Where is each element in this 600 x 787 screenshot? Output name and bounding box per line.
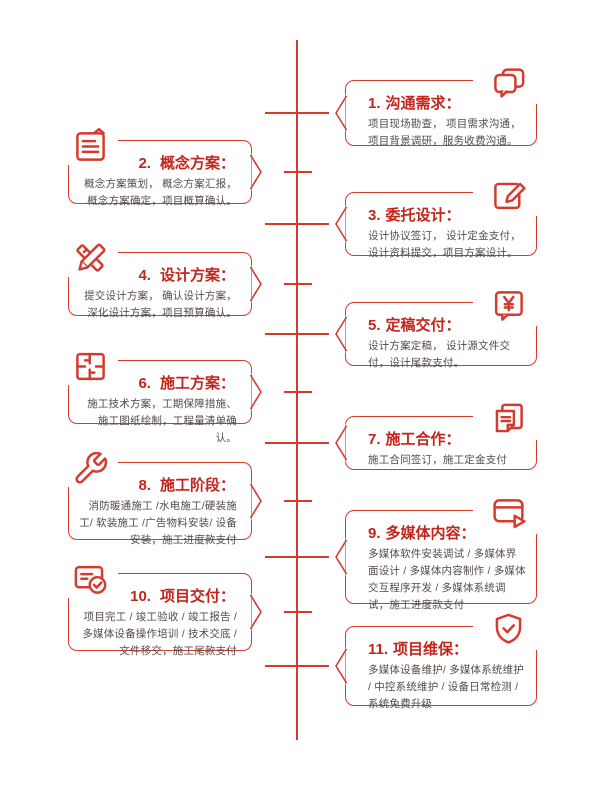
step-body: 设计方案定稿， 设计源文件交付，设计尾款支付。: [368, 340, 511, 369]
step-body: 多媒体软件安装调试 / 多媒体界面设计 / 多媒体内容制作 / 多媒体交互程序开…: [368, 548, 526, 611]
timeline-tick: [265, 442, 329, 444]
timeline-line: [296, 40, 298, 740]
step-card-7: 7.施工合作： 施工合同签订，施工定金支付: [335, 403, 539, 470]
pointer-notch: [249, 373, 264, 411]
pointer-notch: [333, 94, 348, 132]
pencil-ruler-icon: [72, 240, 109, 277]
wrench-icon: [72, 450, 109, 487]
timeline-tick: [265, 112, 329, 114]
card-check-icon: [72, 561, 109, 598]
pointer-notch: [249, 482, 264, 520]
step-title: 项目维保：: [393, 641, 469, 658]
step-title: 设计方案：: [159, 267, 235, 284]
pointer-notch: [249, 265, 264, 303]
step-card-9: 9.多媒体内容： 多媒体软件安装调试 / 多媒体界面设计 / 多媒体内容制作 /…: [335, 499, 539, 611]
timeline-tick: [284, 500, 312, 502]
pointer-notch: [333, 424, 348, 462]
timeline-tick: [284, 391, 312, 393]
step-title: 委托设计：: [385, 207, 461, 224]
pointer-notch: [333, 205, 348, 243]
timeline-tick: [284, 171, 312, 173]
pointer-notch: [333, 315, 348, 353]
step-card-5: 5.定稿交付： 设计方案定稿， 设计源文件交付，设计尾款支付。: [335, 291, 539, 369]
edit-pencil-icon: [490, 177, 527, 214]
step-number: 1.: [368, 95, 381, 112]
step-body: 概念方案策划， 概念方案汇报，概念方案确定，项目概算确认。: [84, 178, 237, 207]
document-lines-icon: [72, 127, 109, 165]
timeline-tick: [284, 283, 312, 285]
step-card-4: 4. 设计方案： 提交设计方案， 确认设计方案，深化设计方案，项目预算确认。: [66, 243, 262, 319]
step-body: 项目完工 / 竣工验收 / 竣工报告 / 多媒体设备操作培训 / 技术交底 / …: [82, 611, 237, 657]
step-card-11: 11.项目维保： 多媒体设备维护/ 多媒体系统维护 / 中控系统维护 / 设备日…: [335, 613, 539, 710]
chat-bubbles-icon: [490, 65, 527, 102]
step-card-2: 2. 概念方案： 概念方案策划， 概念方案汇报，概念方案确定，项目概算确认。: [66, 127, 262, 207]
step-body: 施工合同签订，施工定金支付: [368, 454, 508, 466]
step-body: 项目现场勘查， 项目需求沟通，项目背景调研，服务收费沟通。: [368, 118, 521, 147]
step-title: 概念方案：: [159, 155, 235, 172]
border-gap: [473, 624, 539, 650]
step-number: 10.: [130, 588, 151, 605]
step-card-1: 1.沟通需求： 项目现场勘查， 项目需求沟通，项目背景调研，服务收费沟通。: [335, 68, 539, 147]
timeline-tick: [265, 223, 329, 225]
timeline-tick: [265, 556, 329, 558]
border-gap: [66, 460, 118, 487]
timeline-tick: [265, 333, 329, 335]
step-body: 多媒体设备维护/ 多媒体系统维护 / 中控系统维护 / 设备日常检测 / 系统免…: [368, 664, 525, 710]
step-number: 7.: [368, 431, 381, 448]
yuan-payment-icon: [490, 287, 527, 324]
step-number: 11.: [368, 641, 389, 658]
step-title: 项目交付：: [159, 588, 235, 605]
pointer-notch: [249, 593, 264, 631]
timeline-tick: [265, 665, 329, 667]
media-window-icon: [490, 495, 527, 532]
step-number: 2.: [138, 155, 151, 172]
step-title: 沟通需求：: [385, 95, 461, 112]
step-number: 4.: [138, 267, 151, 284]
step-title: 多媒体内容：: [385, 525, 476, 542]
step-number: 3.: [368, 207, 381, 224]
step-title: 施工阶段：: [159, 477, 235, 494]
step-body: 提交设计方案， 确认设计方案，深化设计方案，项目预算确认。: [84, 290, 237, 319]
pointer-notch: [249, 153, 264, 191]
step-number: 8.: [138, 477, 151, 494]
step-title: 定稿交付：: [385, 317, 461, 334]
step-number: 6.: [138, 375, 151, 392]
step-card-8: 8. 施工阶段： 消防暖通施工 /水电施工/硬装施工/ 软装施工 /广告物料安装/…: [66, 451, 262, 546]
step-body: 施工技术方案，工期保障措施、施工图纸绘制，工程量清单确认。: [87, 398, 237, 444]
step-body: 设计协议签订， 设计定金支付，设计资料提交，项目方案设计。: [368, 230, 521, 259]
pointer-notch: [333, 538, 348, 576]
floor-plan-icon: [72, 348, 109, 385]
step-title: 施工合作：: [385, 431, 461, 448]
step-body: 消防暖通施工 /水电施工/硬装施工/ 软装施工 /广告物料安装/ 设备安装，施工…: [79, 500, 237, 546]
border-gap: [473, 190, 539, 216]
step-number: 9.: [368, 525, 381, 542]
shield-check-icon: [490, 611, 527, 648]
timeline-tick: [284, 611, 312, 613]
pointer-notch: [333, 647, 348, 685]
step-number: 5.: [368, 317, 381, 334]
step-card-3: 3.委托设计： 设计协议签订， 设计定金支付，设计资料提交，项目方案设计。: [335, 182, 539, 259]
step-card-6: 6. 施工方案： 施工技术方案，工期保障措施、施工图纸绘制，工程量清单确认。: [66, 352, 262, 444]
contract-papers-icon: [490, 401, 527, 438]
step-title: 施工方案：: [159, 375, 235, 392]
step-card-10: 10. 项目交付： 项目完工 / 竣工验收 / 竣工报告 / 多媒体设备操作培训 …: [66, 565, 262, 657]
